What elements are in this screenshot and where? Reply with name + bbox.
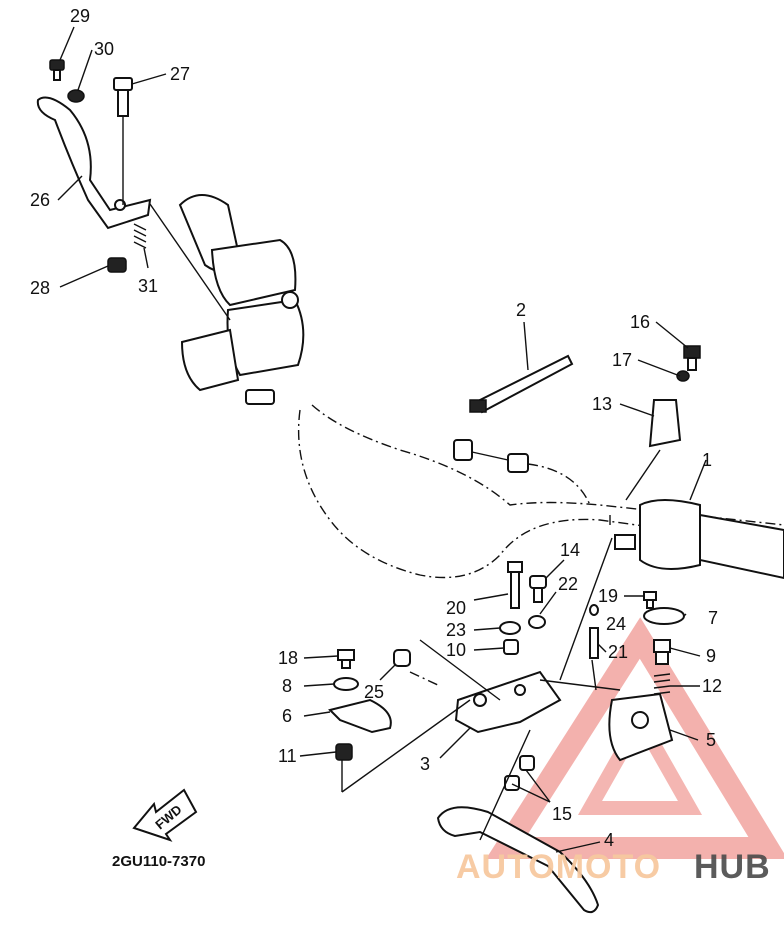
pin-24 bbox=[589, 604, 599, 616]
label-21: 21 bbox=[608, 642, 628, 662]
label-15: 15 bbox=[552, 804, 572, 824]
drawing-code: 2GU110-7370 bbox=[112, 853, 205, 870]
screw-19 bbox=[643, 591, 657, 609]
master-cylinder bbox=[178, 194, 305, 405]
label-20: 20 bbox=[446, 598, 466, 618]
watermark-logo bbox=[485, 617, 784, 859]
label-18: 18 bbox=[278, 648, 298, 668]
washer-8 bbox=[333, 677, 359, 691]
label-2: 2 bbox=[516, 300, 526, 320]
label-6: 6 bbox=[282, 706, 292, 726]
plate-7 bbox=[643, 607, 685, 625]
washer-22 bbox=[528, 615, 546, 629]
bracket-6 bbox=[328, 698, 392, 734]
label-12: 12 bbox=[702, 676, 722, 696]
clutch-lever-4 bbox=[436, 806, 600, 914]
bolt-20 bbox=[507, 561, 523, 609]
label-14: 14 bbox=[560, 540, 580, 560]
nut-15b bbox=[504, 775, 520, 791]
label-23: 23 bbox=[446, 620, 466, 640]
label-28: 28 bbox=[30, 278, 50, 298]
bolt-14 bbox=[529, 575, 547, 603]
watermark-word-automoto: AUTOMOTO bbox=[456, 848, 661, 886]
bolt-29 bbox=[49, 59, 65, 81]
screw-18 bbox=[337, 649, 355, 669]
watermark-text: AUTOMOTO HUB bbox=[456, 848, 771, 886]
label-16: 16 bbox=[630, 312, 650, 332]
nut-28 bbox=[107, 257, 127, 273]
part-labels: 29 30 27 26 28 31 2 16 17 13 1 14 22 20 … bbox=[30, 6, 722, 850]
label-4: 4 bbox=[604, 830, 614, 850]
plunger-9 bbox=[653, 639, 671, 665]
nut-11 bbox=[335, 743, 353, 761]
pivot-bolt-27 bbox=[113, 77, 133, 117]
label-26: 26 bbox=[30, 190, 50, 210]
brake-lever-26 bbox=[36, 96, 152, 230]
rod-21 bbox=[589, 627, 599, 659]
washer-17 bbox=[676, 370, 690, 382]
handlebar bbox=[297, 404, 784, 579]
switch-5 bbox=[608, 692, 674, 762]
clamp-13 bbox=[648, 399, 682, 448]
label-7: 7 bbox=[708, 608, 718, 628]
label-30: 30 bbox=[94, 39, 114, 59]
fwd-arrow: FWD bbox=[132, 788, 198, 842]
label-13: 13 bbox=[592, 394, 612, 414]
watermark-triangle-inner bbox=[577, 705, 703, 815]
cable-band-2 bbox=[469, 354, 574, 414]
label-10: 10 bbox=[446, 640, 466, 660]
spring-12 bbox=[653, 673, 671, 695]
lever-holder-3 bbox=[454, 670, 562, 734]
label-19: 19 bbox=[598, 586, 618, 606]
label-8: 8 bbox=[282, 676, 292, 696]
watermark-word-hub: HUB bbox=[694, 848, 771, 886]
spring-31 bbox=[133, 223, 147, 249]
label-9: 9 bbox=[706, 646, 716, 666]
label-3: 3 bbox=[420, 754, 430, 774]
handlebar-switch-1 bbox=[614, 499, 784, 580]
nut-15a bbox=[519, 755, 535, 771]
label-22: 22 bbox=[558, 574, 578, 594]
washer-23 bbox=[499, 621, 521, 635]
label-17: 17 bbox=[612, 350, 632, 370]
washer-30 bbox=[67, 89, 85, 103]
label-27: 27 bbox=[170, 64, 190, 84]
leader-lines bbox=[57, 26, 707, 853]
watermark-triangle bbox=[485, 617, 784, 859]
label-29: 29 bbox=[70, 6, 90, 26]
label-11: 11 bbox=[278, 746, 297, 766]
screw-16 bbox=[683, 345, 701, 371]
label-24: 24 bbox=[606, 614, 626, 634]
collar-10 bbox=[503, 639, 519, 655]
label-5: 5 bbox=[706, 730, 716, 750]
label-1: 1 bbox=[702, 450, 712, 470]
wire-connector bbox=[453, 439, 591, 506]
label-25: 25 bbox=[364, 682, 384, 702]
label-31: 31 bbox=[138, 276, 158, 296]
bushing-25 bbox=[393, 649, 411, 667]
